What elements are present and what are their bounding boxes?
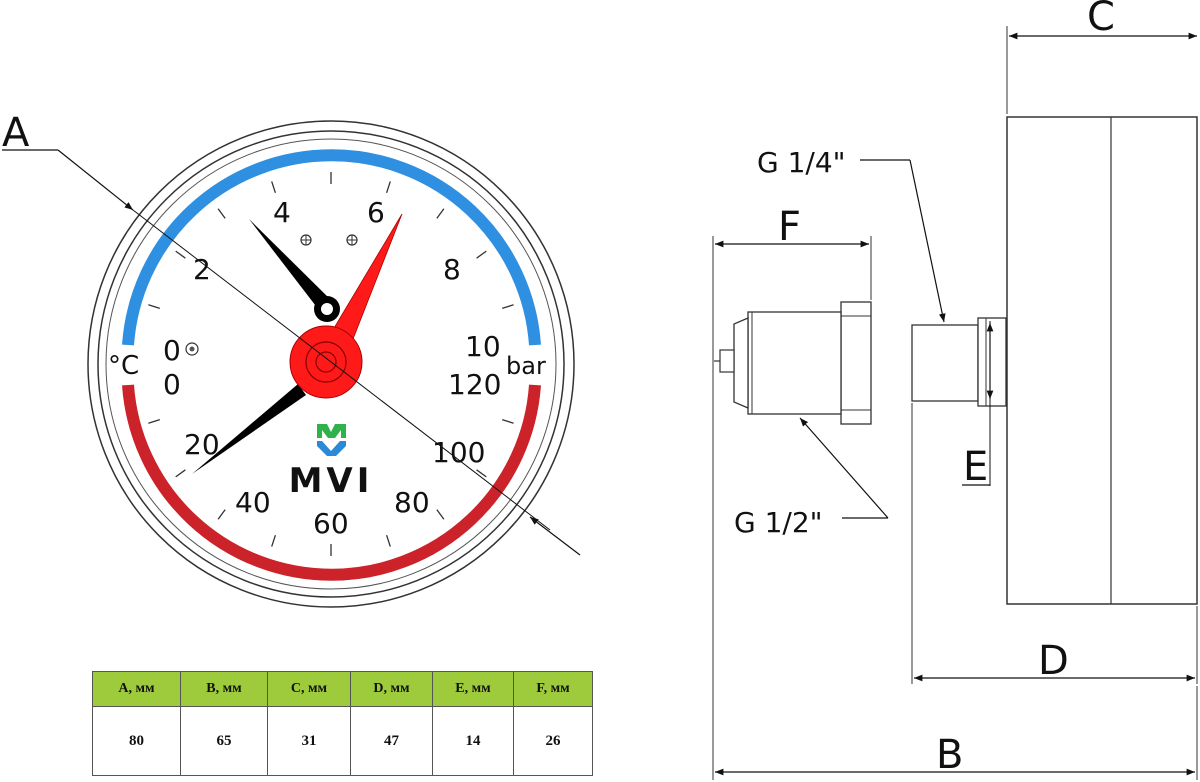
thread-g12-leader bbox=[799, 417, 889, 519]
temperature-tick-100: 100 bbox=[432, 436, 485, 469]
dial-tick bbox=[175, 469, 186, 478]
gauge-dial-edge bbox=[105, 138, 557, 590]
dimension-f-label: F bbox=[778, 204, 801, 250]
temperature-tick-80: 80 bbox=[394, 486, 430, 519]
dial-tick bbox=[436, 509, 445, 520]
dimension-a-line bbox=[57, 149, 134, 211]
unit-bar-label: bar bbox=[506, 352, 546, 380]
value-f: 26 bbox=[513, 706, 593, 776]
column-header-a: A, мм bbox=[92, 671, 181, 707]
calibration-screw-icon bbox=[185, 342, 199, 356]
pressure-tick-2: 2 bbox=[193, 253, 211, 286]
table-header-row: A, мм B, мм C, мм D, мм E, мм F, мм bbox=[92, 671, 593, 707]
thread-g14-leader bbox=[909, 159, 946, 323]
dimension-a-arrow-right bbox=[529, 516, 581, 556]
pressure-arc bbox=[122, 149, 541, 346]
pressure-zero-label: 0 bbox=[163, 334, 181, 367]
dial-tick bbox=[436, 208, 445, 219]
gauge-outer-bezel bbox=[87, 120, 575, 608]
brand-logo-icon bbox=[317, 424, 346, 456]
temperature-tick-40: 40 bbox=[235, 486, 271, 519]
dial-tick bbox=[501, 304, 514, 310]
dial-tick bbox=[271, 534, 277, 547]
dial-tick bbox=[385, 534, 391, 547]
dial-tick bbox=[271, 181, 277, 194]
temperature-tick-60: 60 bbox=[313, 507, 349, 540]
dial-tick bbox=[385, 181, 391, 194]
column-header-f: F, мм bbox=[513, 671, 593, 707]
dimensions-table: A, мм B, мм C, мм D, мм E, мм F, мм 80 6… bbox=[92, 671, 593, 776]
column-header-b: B, мм bbox=[180, 671, 268, 707]
dial-tick bbox=[175, 250, 186, 259]
dial-screw-icon bbox=[300, 234, 358, 246]
upper-pointer-hub-center bbox=[321, 303, 333, 315]
column-header-c: C, мм bbox=[267, 671, 351, 707]
dimension-e-label: E bbox=[963, 444, 988, 490]
value-e: 14 bbox=[432, 706, 514, 776]
unit-celsius-label: °C bbox=[108, 351, 139, 381]
column-header-d: D, мм bbox=[350, 671, 433, 707]
gauge-inner-bezel bbox=[97, 130, 565, 598]
pressure-hub-ring-inner bbox=[315, 351, 337, 373]
thread-g12-label: G 1/2" bbox=[734, 506, 823, 539]
gauge-ticks bbox=[148, 172, 514, 556]
thread-g14 bbox=[911, 324, 979, 402]
pressure-pointer-hub bbox=[289, 325, 363, 399]
pressure-tick-8: 8 bbox=[443, 253, 461, 286]
pressure-tick-4: 4 bbox=[273, 196, 291, 229]
dial-tick bbox=[476, 250, 487, 259]
upper-black-pointer bbox=[249, 219, 334, 314]
value-c: 31 bbox=[267, 706, 351, 776]
pressure-tick-10: 10 bbox=[465, 330, 501, 363]
brand-name: MVI bbox=[289, 461, 374, 501]
value-a: 80 bbox=[92, 706, 181, 776]
pressure-tick-6: 6 bbox=[367, 196, 385, 229]
temperature-pointer bbox=[192, 384, 306, 474]
adapter-g12 bbox=[714, 301, 872, 425]
value-b: 65 bbox=[180, 706, 268, 776]
pressure-hub-ring bbox=[305, 341, 347, 383]
dimension-a-center-line bbox=[132, 209, 551, 531]
temperature-zero-label: 0 bbox=[163, 368, 181, 401]
temperature-arc bbox=[122, 384, 541, 581]
dial-tick bbox=[217, 509, 226, 520]
temperature-tick-120: 120 bbox=[448, 368, 501, 401]
dimension-b-label: B bbox=[936, 732, 963, 778]
gauge-case bbox=[1006, 116, 1198, 605]
thread-g14-collar bbox=[977, 317, 1007, 407]
dial-tick bbox=[501, 418, 514, 424]
dimension-c-label: C bbox=[1087, 0, 1115, 40]
gauge-side-view: C F G 1/4" G 1/2" E D B bbox=[712, 0, 1198, 780]
dial-tick bbox=[148, 418, 161, 424]
dimension-d-label: D bbox=[1038, 638, 1069, 684]
thread-g14-label: G 1/4" bbox=[757, 146, 846, 179]
dial-tick bbox=[476, 469, 487, 478]
dial-tick bbox=[217, 208, 226, 219]
gauge-front-view: °C 0 0 2 4 6 8 10 bar 120 20 40 60 80 10… bbox=[2, 110, 581, 608]
table-row: 80 65 31 47 14 26 bbox=[92, 706, 593, 776]
value-d: 47 bbox=[350, 706, 433, 776]
dial-tick bbox=[148, 304, 161, 310]
calibration-screw-dot bbox=[189, 346, 195, 352]
temperature-tick-20: 20 bbox=[184, 428, 220, 461]
column-header-e: E, мм bbox=[432, 671, 514, 707]
dimension-a-label: A bbox=[2, 110, 30, 156]
